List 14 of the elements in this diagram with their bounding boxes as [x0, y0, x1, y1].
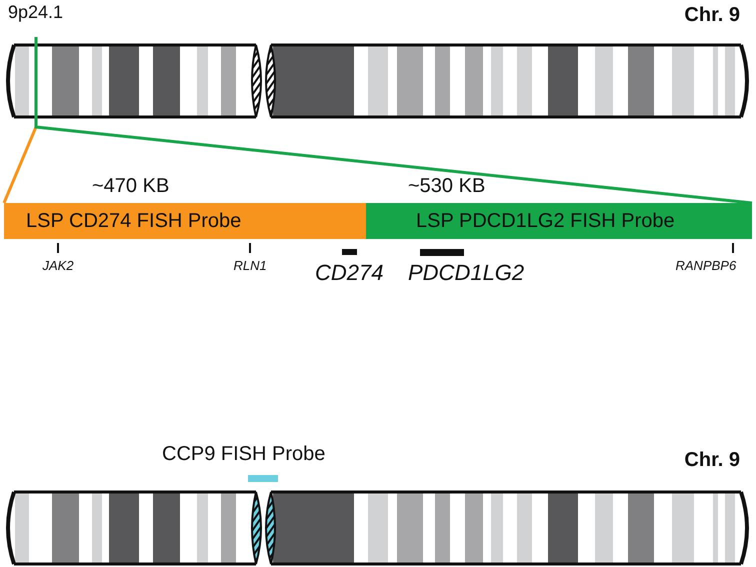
gene-label: PDCD1LG2 — [408, 262, 524, 284]
chromosome-label: Chr. 9 — [684, 5, 740, 25]
probe-label: CCP9 FISH Probe — [162, 444, 326, 464]
gene-label: CD274 — [315, 262, 384, 284]
probe-name: LSP CD274 FISH Probe — [26, 211, 242, 231]
zoom-line — [34, 37, 752, 204]
gene-label: RLN1 — [234, 259, 267, 272]
probe-name: LSP PDCD1LG2 FISH Probe — [416, 211, 675, 231]
gene-label: RANPBP6 — [676, 259, 736, 272]
chromosome-label: Chr. 9 — [684, 450, 740, 470]
gene-label: JAK2 — [42, 259, 74, 272]
size-label: ~530 KB — [408, 176, 486, 196]
size-label: ~470 KB — [92, 176, 170, 196]
locus-name: 9p24.1 — [8, 3, 64, 21]
